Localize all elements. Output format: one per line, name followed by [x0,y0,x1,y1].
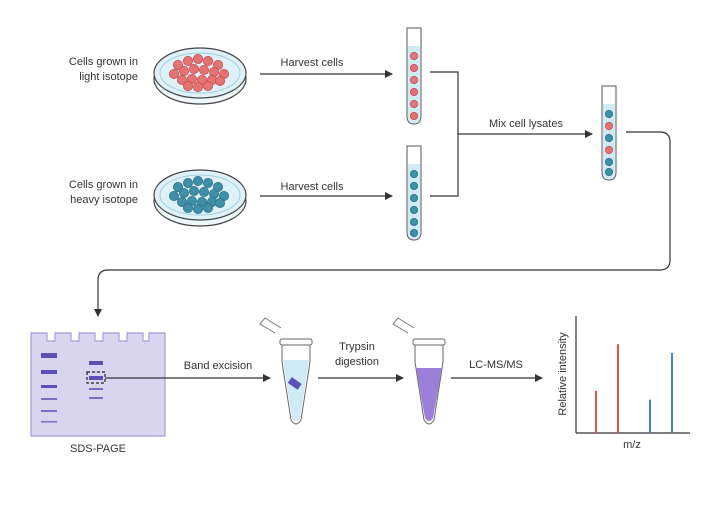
heavy-cell-cluster [168,175,229,214]
mix-label: Mix cell lysates [489,118,563,130]
light-cells-label: Cells grown in light isotope [69,56,138,83]
harvest-heavy-label: Harvest cells [281,181,344,193]
petri-dish-light-icon [153,47,247,105]
test-tube-light-icon [406,27,422,125]
tube-cell [605,122,614,131]
cell [178,187,189,198]
tube-cell [605,157,614,166]
sds-page-label: SDS-PAGE [70,443,126,455]
tube-cell [409,76,418,85]
tube-cell [409,205,418,214]
lcms-label: LC-MS/MS [469,359,523,371]
merge-bracket [430,71,459,197]
cell [182,56,193,67]
heavy-cells-label: Cells grown in heavy isotope [69,179,138,206]
tube-cell [409,217,418,226]
cell [192,175,203,186]
tube-cell [605,133,614,142]
light-cells-label-line1: Cells grown in [69,56,138,68]
cell [176,196,187,207]
cell [168,190,179,201]
test-tube-mixed-icon [601,85,617,181]
mixed-tube-cells [605,110,614,176]
tube-cell [605,167,614,176]
tube-cell [409,193,418,202]
tube-cell [409,181,418,190]
tube-cell [409,88,418,97]
cell [202,202,213,213]
tube-cell [409,112,418,121]
cell [198,186,209,197]
heavy-tube-cells [409,169,418,237]
microtube-gel-piece-icon [259,317,313,425]
cell [182,202,193,213]
light-cell-cluster [168,54,229,93]
light-cells-label-line2: light isotope [79,71,138,83]
cell [172,181,183,192]
cell [202,56,213,67]
cell [192,54,203,65]
tube-cell [605,145,614,154]
tube-cell [409,228,418,237]
cell [188,64,199,75]
harvest-light-label: Harvest cells [281,57,344,69]
cell [214,76,225,87]
spectrum-y-label: Relative intensity [557,332,569,416]
cell [172,60,183,71]
band-excision-label: Band excision [184,360,253,372]
petri-dish-heavy-icon [153,169,247,227]
cell [182,81,193,92]
test-tube-heavy-icon [406,145,422,241]
cell [202,81,213,92]
tube-cell [409,52,418,61]
trypsin-label-line1: Trypsin [339,341,375,353]
spectrum-peaks [595,344,673,433]
light-tube-cells [409,52,418,121]
cell [168,69,179,80]
heavy-cells-label-line1: Cells grown in [69,179,138,191]
tube-cell [409,64,418,73]
tube-cell [409,169,418,178]
spectrum-x-label: m/z [623,439,641,451]
sds-page-gel-icon [30,332,166,437]
cell [176,75,187,86]
microtube-digest-icon [392,317,446,425]
cell [198,65,209,76]
cell [192,82,203,93]
cell [214,197,225,208]
heavy-cells-label-line2: heavy isotope [70,194,138,206]
gel-piece [287,377,302,390]
trypsin-label-line2: digestion [335,356,379,368]
cell [192,203,203,214]
cell [202,177,213,188]
tube-cell [409,100,418,109]
cell [188,185,199,196]
excised-band-box [86,371,106,384]
cell [178,66,189,77]
tube-cell [605,110,614,119]
cell [182,177,193,188]
connector-to-gel-arrow [94,131,671,317]
mass-spectrum: Relative intensity m/z [557,316,690,451]
